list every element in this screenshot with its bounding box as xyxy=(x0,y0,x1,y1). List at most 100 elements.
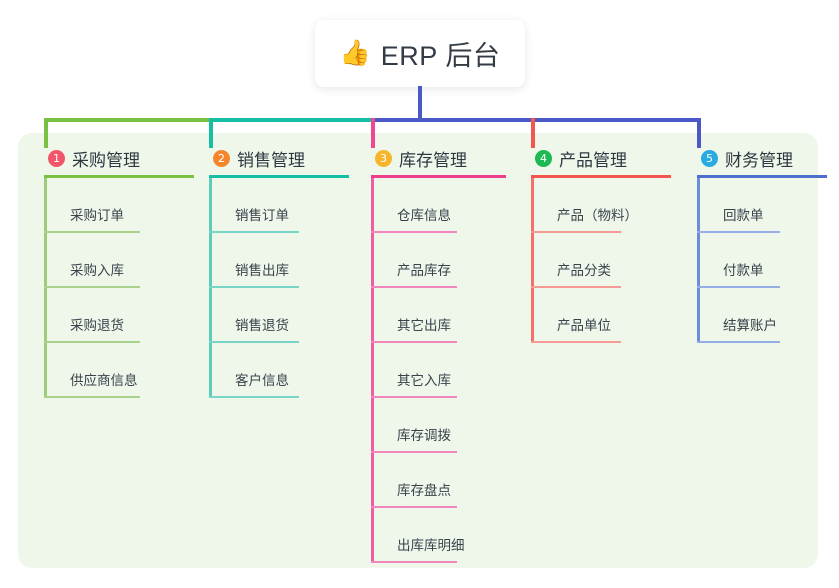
branch-header-2[interactable]: 2 销售管理 xyxy=(209,145,349,171)
branch-header-rule xyxy=(371,175,506,178)
branch-item-rule xyxy=(371,286,457,288)
branch-column-2: 2 销售管理销售订单销售出库销售退货客户信息 xyxy=(209,145,349,398)
branch-item-label: 结算账户 xyxy=(723,318,777,333)
branch-item-rule xyxy=(44,286,140,288)
branch-item-rule xyxy=(697,341,780,343)
branch-item-label: 销售退货 xyxy=(235,318,289,333)
branch-item-rule xyxy=(371,451,457,453)
branch-drop-5 xyxy=(697,118,701,148)
branch-item-label: 供应商信息 xyxy=(70,373,138,388)
branch-item-rule xyxy=(371,506,457,508)
thumbs-up-icon: 👍 xyxy=(339,39,371,67)
branch-item-label: 库存盘点 xyxy=(397,483,451,498)
branch-number-badge: 2 xyxy=(213,149,230,167)
root-stem xyxy=(418,86,422,122)
branch-item-rule xyxy=(531,231,621,233)
branch-number-badge: 4 xyxy=(535,149,552,167)
trunk-segment-blue xyxy=(371,118,701,122)
branch-item-label: 出库库明细 xyxy=(397,538,465,553)
branch-item-rule xyxy=(531,286,621,288)
branch-item-rule xyxy=(371,231,457,233)
branch-item-label: 回款单 xyxy=(723,208,764,223)
branch-item[interactable]: 采购订单 xyxy=(44,178,194,233)
branch-item-list: 销售订单销售出库销售退货客户信息 xyxy=(209,178,349,398)
branch-item[interactable]: 产品单位 xyxy=(531,288,671,343)
branch-item[interactable]: 产品分类 xyxy=(531,233,671,288)
branch-item[interactable]: 其它入库 xyxy=(371,343,506,398)
branch-header-rule xyxy=(697,175,827,178)
branch-item-label: 采购订单 xyxy=(70,208,124,223)
root-node-title: ERP 后台 xyxy=(380,41,501,71)
branch-item[interactable]: 产品库存 xyxy=(371,233,506,288)
branch-item[interactable]: 付款单 xyxy=(697,233,827,288)
branch-item-rule xyxy=(697,231,780,233)
branch-item-label: 销售订单 xyxy=(235,208,289,223)
branch-title: 库存管理 xyxy=(399,150,467,170)
branch-column-3: 3 库存管理仓库信息产品库存其它出库其它入库库存调拨库存盘点出库库明细 xyxy=(371,145,506,563)
branch-item[interactable]: 仓库信息 xyxy=(371,178,506,233)
branch-drop-2 xyxy=(209,118,213,148)
branch-item-rule xyxy=(44,231,140,233)
branch-item[interactable]: 库存盘点 xyxy=(371,453,506,508)
trunk-segment-green xyxy=(44,118,213,122)
branch-item[interactable]: 销售订单 xyxy=(209,178,349,233)
branch-item-label: 其它出库 xyxy=(397,318,451,333)
branch-item-label: 其它入库 xyxy=(397,373,451,388)
branch-item-label: 付款单 xyxy=(723,263,764,278)
branch-item-list: 回款单付款单结算账户 xyxy=(697,178,827,343)
branch-item[interactable]: 供应商信息 xyxy=(44,343,194,398)
branch-title: 销售管理 xyxy=(237,150,305,170)
branch-item-label: 产品单位 xyxy=(557,318,611,333)
branch-spine xyxy=(371,178,374,563)
branch-item[interactable]: 采购退货 xyxy=(44,288,194,343)
branch-item[interactable]: 产品（物料） xyxy=(531,178,671,233)
branch-item-label: 库存调拨 xyxy=(397,428,451,443)
branch-item[interactable]: 采购入库 xyxy=(44,233,194,288)
root-node[interactable]: 👍 ERP 后台 xyxy=(315,20,525,87)
branch-item-list: 产品（物料） 产品分类产品单位 xyxy=(531,178,671,343)
branch-header-rule xyxy=(209,175,349,178)
branch-item-label: 产品分类 xyxy=(557,263,611,278)
branch-item-rule xyxy=(44,341,140,343)
branch-item-rule xyxy=(209,286,299,288)
branch-item-rule xyxy=(371,561,457,563)
branch-header-rule xyxy=(44,175,194,178)
branch-drop-4 xyxy=(531,118,535,148)
branch-header-3[interactable]: 3 库存管理 xyxy=(371,145,506,171)
branch-item-rule xyxy=(44,396,140,398)
branch-number-badge: 5 xyxy=(701,149,718,167)
branch-item-label: 采购入库 xyxy=(70,263,124,278)
branch-item-label: 产品库存 xyxy=(397,263,451,278)
branch-title: 采购管理 xyxy=(72,150,140,170)
branch-item-label: 销售出库 xyxy=(235,263,289,278)
trunk-segment-teal xyxy=(209,118,375,122)
branch-item[interactable]: 销售出库 xyxy=(209,233,349,288)
branch-item[interactable]: 结算账户 xyxy=(697,288,827,343)
branch-item-rule xyxy=(209,396,299,398)
branch-item[interactable]: 客户信息 xyxy=(209,343,349,398)
branch-item-rule xyxy=(531,341,621,343)
branch-item[interactable]: 库存调拨 xyxy=(371,398,506,453)
branch-spine xyxy=(531,178,534,343)
branch-item[interactable]: 回款单 xyxy=(697,178,827,233)
branch-item-rule xyxy=(209,341,299,343)
branch-item[interactable]: 其它出库 xyxy=(371,288,506,343)
branch-number-badge: 3 xyxy=(375,149,392,167)
branch-item[interactable]: 出库库明细 xyxy=(371,508,506,563)
branch-item-rule xyxy=(697,286,780,288)
branch-drop-3 xyxy=(371,118,375,148)
branch-item[interactable]: 销售退货 xyxy=(209,288,349,343)
branch-spine xyxy=(697,178,700,343)
content-panel xyxy=(18,133,818,568)
branch-item-list: 仓库信息产品库存其它出库其它入库库存调拨库存盘点出库库明细 xyxy=(371,178,506,563)
branch-item-rule xyxy=(209,231,299,233)
branch-item-label: 仓库信息 xyxy=(397,208,451,223)
branch-item-label: 客户信息 xyxy=(235,373,289,388)
